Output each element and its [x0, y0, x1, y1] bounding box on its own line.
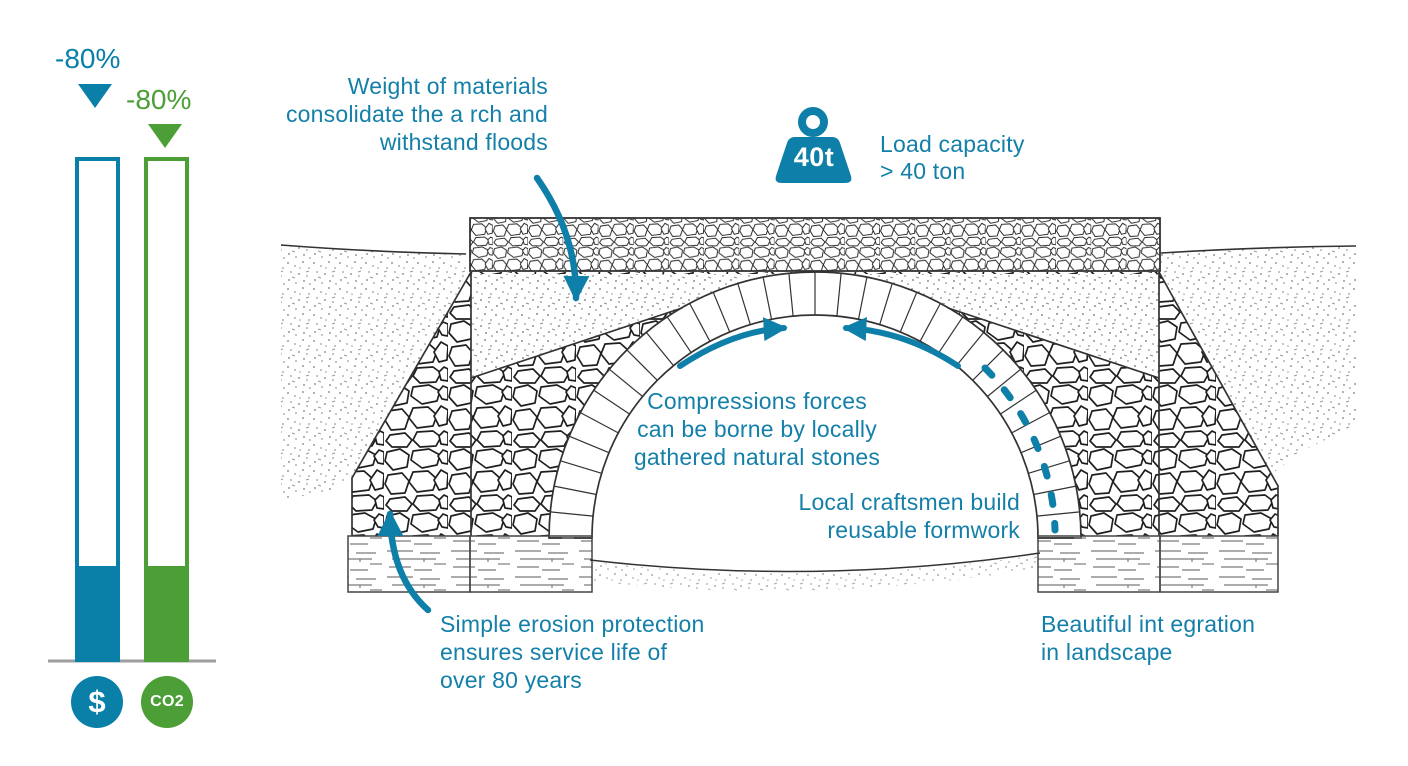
- ground-right: [1160, 245, 1357, 474]
- backfill-right-stipple: [815, 272, 1159, 378]
- co2-triangle-icon: [148, 124, 182, 148]
- note-load-capacity: Load capacity > 40 ton: [880, 131, 1025, 184]
- note-reusable-formwork: Local craftsmen build reusable formwork: [798, 489, 1020, 543]
- backfill-left-stipple: [471, 272, 815, 378]
- arch-opening: [592, 315, 1038, 538]
- erosion-arrow: [377, 510, 432, 614]
- compression-arrow-left: [677, 317, 788, 369]
- weight-icon: [775, 107, 852, 183]
- cost-reduction-label: -80%: [55, 43, 121, 74]
- deck-band: [469, 217, 1161, 272]
- co2-bar: [144, 157, 189, 662]
- annotation-arrows: [377, 174, 961, 614]
- co2-icon: CO2: [141, 676, 193, 728]
- note-landscape-integration: Beautiful int egration in landscape: [1041, 611, 1256, 665]
- river-bed: [589, 552, 1041, 591]
- cost-bar-fill: [79, 566, 116, 658]
- dollar-icon: $: [71, 676, 123, 728]
- note-erosion-protection: Simple erosion protection ensures servic…: [440, 611, 705, 693]
- cost-bar: [75, 157, 120, 662]
- note-compression-forces: Compressions forces can be borne by loca…: [633, 388, 881, 470]
- ground-left: [280, 244, 471, 499]
- reduction-triangles: [78, 84, 182, 148]
- load-capacity-badge: 40t: [793, 142, 835, 172]
- formwork-dashed-arc: [981, 364, 1059, 534]
- co2-bar-fill: [148, 566, 185, 658]
- co2-reduction-label: -80%: [126, 84, 192, 115]
- masonry-outlines: [351, 271, 1279, 536]
- cost-triangle-icon: [78, 84, 112, 108]
- note-weight-of-materials: Weight of materials consolidate the a rc…: [285, 73, 548, 155]
- compression-arrow-right: [842, 317, 961, 369]
- weight-arrow: [533, 174, 590, 302]
